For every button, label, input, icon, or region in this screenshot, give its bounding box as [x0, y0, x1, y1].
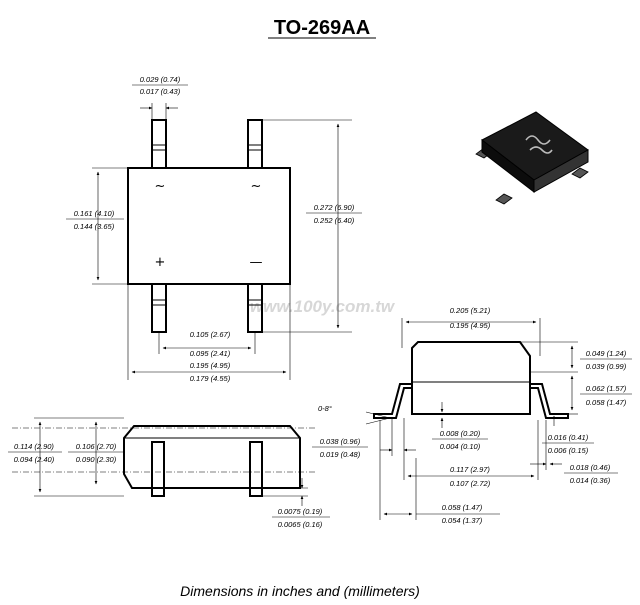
dim-lead-width-min: 0.017 (0.43) [140, 87, 181, 96]
dim-standoff-max: 0.0075 (0.19) [278, 507, 323, 516]
dim-standoff-min: 0.0065 (0.16) [278, 520, 323, 529]
lead-angle: 0-8° [318, 404, 332, 413]
dim-body-height-max: 0.161 (4.10) [74, 209, 115, 218]
front-side-view: 0.114 (2.90) 0.094 (2.40) 0.106 (2.70) 0… [8, 417, 330, 529]
package-3d-illustration [475, 111, 589, 205]
dim-body-bottom-min: 0.058 (1.47) [586, 398, 627, 407]
dim-lead-width-max: 0.029 (0.74) [140, 75, 181, 84]
dim-body-width-min: 0.179 (4.55) [190, 374, 231, 383]
dim-foot-width-max: 0.018 (0.46) [570, 463, 611, 472]
front-lead-left [151, 441, 165, 497]
lead-bottom-left [151, 283, 167, 333]
dim-overall-span-min: 0.054 (1.37) [442, 516, 483, 525]
dim-body-height-min: 0.144 (3.65) [74, 222, 115, 231]
dim-foot-thickness-min: 0.006 (0.15) [548, 446, 589, 455]
terminal-ac1: ~ [155, 179, 166, 194]
lead-top-right [247, 119, 263, 169]
dim-side-body-width-min: 0.195 (4.95) [450, 321, 491, 330]
front-lead-right [249, 441, 263, 497]
dim-inner-span-max: 0.117 (2.97) [450, 465, 490, 474]
dim-foot-thickness-max: 0.016 (0.41) [548, 433, 589, 442]
package-body-front [123, 425, 301, 489]
terminal-ac2: ~ [251, 179, 262, 194]
dim-body-top-min: 0.039 (0.99) [586, 362, 627, 371]
dim-body-bottom-max: 0.062 (1.57) [586, 384, 627, 393]
lead-gullwing-left [373, 383, 412, 419]
package-body-side [411, 341, 531, 415]
dim-front-overall-height-min: 0.094 (2.40) [14, 455, 55, 464]
units-caption: Dimensions in inches and (millimeters) [180, 583, 420, 599]
dim-side-body-width-max: 0.205 (5.21) [450, 306, 491, 315]
dim-overall-span-max: 0.058 (1.47) [442, 503, 483, 512]
dim-foot-length-max: 0.038 (0.96) [320, 437, 361, 446]
dim-body-top-max: 0.049 (1.24) [586, 349, 627, 358]
right-side-view: 0-8° 0.205 (5.21) 0.195 (4.95) 0.049 (1.… [312, 306, 632, 525]
dim-overall-height-min: 0.252 (6.40) [314, 216, 355, 225]
lead-top-left [151, 119, 167, 169]
terminal-plus: + [155, 255, 166, 270]
dim-body-width-max: 0.195 (4.95) [190, 361, 231, 370]
dim-inner-span-min: 0.107 (2.72) [450, 479, 491, 488]
lead-gullwing-right [530, 383, 569, 419]
dim-foot-width-min: 0.014 (0.36) [570, 476, 611, 485]
watermark: www.100y.com.tw [250, 297, 396, 316]
dim-overall-height-max: 0.272 (6.90) [314, 203, 355, 212]
dim-lead-pitch-min: 0.095 (2.41) [190, 349, 231, 358]
package-title: TO-269AA [274, 17, 370, 39]
dim-lead-thickness-max: 0.008 (0.20) [440, 429, 481, 438]
dim-front-body-height-min: 0.090 (2.30) [76, 455, 117, 464]
package-body-top [127, 167, 291, 285]
top-view: ~ ~ + — 0.029 (0.74) 0.017 (0.43) 0.161 … [66, 75, 362, 383]
dim-lead-pitch-max: 0.105 (2.67) [190, 330, 231, 339]
terminal-minus: — [250, 255, 263, 270]
dim-lead-thickness-min: 0.004 (0.10) [440, 442, 481, 451]
dim-front-overall-height-max: 0.114 (2.90) [14, 442, 54, 451]
dim-foot-length-min: 0.019 (0.48) [320, 450, 361, 459]
dim-front-body-height-max: 0.106 (2.70) [76, 442, 117, 451]
